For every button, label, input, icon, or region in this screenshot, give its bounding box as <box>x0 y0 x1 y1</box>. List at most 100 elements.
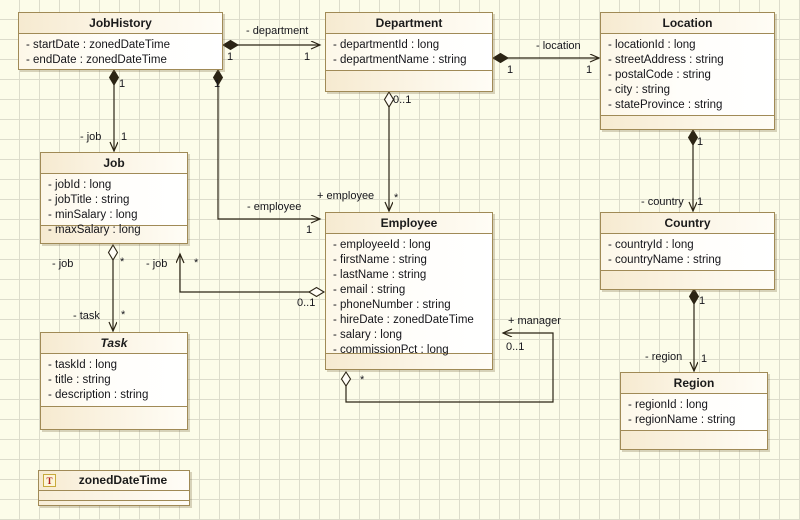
edge-target-mult-department-employee: * <box>394 192 399 204</box>
class-name-location: Location <box>601 13 774 34</box>
edge-source-mult-employee-job: 0..1 <box>297 297 316 309</box>
attribute: - firstName : string <box>333 254 427 266</box>
edge-role-label-job-from-jobhistory: - job <box>80 131 102 143</box>
class-box-region[interactable]: Region - regionId : long - regionName : … <box>620 372 768 450</box>
attribute: - lastName : string <box>333 269 427 281</box>
operations-compartment <box>326 71 492 91</box>
edge-source-mult-department-employee: 0..1 <box>393 94 412 106</box>
attribute: - stateProvince : string <box>608 99 723 111</box>
open-diamond-icon <box>307 286 326 298</box>
edge-target-mult-employee-manager: 0..1 <box>506 341 525 353</box>
attribute: - streetAddress : string <box>608 54 724 66</box>
attribute: - startDate : zonedDateTime <box>26 39 171 51</box>
edge-source-mult-department-location: 1 <box>507 64 514 76</box>
class-box-jobhistory[interactable]: JobHistory - startDate : zonedDateTime -… <box>18 12 223 70</box>
attribute: - hireDate : zonedDateTime <box>333 314 474 326</box>
class-box-country[interactable]: Country - countryId : long - countryName… <box>600 212 775 290</box>
open-diamond-icon <box>107 243 119 262</box>
operations-compartment <box>326 354 492 369</box>
edge-jobhistory-employee[interactable] <box>212 69 321 219</box>
edge-employee-job[interactable] <box>180 254 326 298</box>
operations-compartment <box>621 431 767 449</box>
operations-compartment <box>601 271 774 289</box>
filled-diamond-icon <box>492 52 509 64</box>
datatype-header: T zonedDateTime <box>39 471 189 491</box>
edge-source-role-label-job-task: - job <box>52 258 74 270</box>
edge-jobhistory-department[interactable] <box>222 39 320 51</box>
open-diamond-icon <box>340 370 352 388</box>
class-box-department[interactable]: Department - departmentId : long - depar… <box>325 12 493 92</box>
class-name-task: Task <box>41 333 187 354</box>
class-name-region: Region <box>621 373 767 394</box>
edge-target-mult-job-task: * <box>121 309 126 321</box>
datatype-name: zonedDateTime <box>78 473 168 487</box>
class-box-job[interactable]: Job - jobId : long - jobTitle : string -… <box>40 152 188 244</box>
attribute: - locationId : long <box>608 39 696 51</box>
attribute: - departmentId : long <box>333 39 440 51</box>
attribute: - minSalary : long <box>48 209 138 221</box>
attribute: - email : string <box>333 284 406 296</box>
edge-role-label-task: - task <box>73 310 100 322</box>
class-box-location[interactable]: Location - locationId : long - streetAdd… <box>600 12 775 130</box>
edge-source-mult-job-task: * <box>120 256 125 268</box>
edge-target-mult-location-country: 1 <box>697 196 704 208</box>
edge-target-mult-jobhistory-department: 1 <box>304 51 311 63</box>
edge-country-region[interactable] <box>688 288 700 371</box>
edge-role-label-job-from-employee: - job <box>146 258 168 270</box>
attribute: - phoneNumber : string <box>333 299 451 311</box>
operations-compartment <box>41 226 187 243</box>
edge-source-mult-location-country: 1 <box>697 136 704 148</box>
attribute: - maxSalary : long <box>48 224 141 236</box>
edge-job-task[interactable] <box>107 243 119 331</box>
attribute: - taskId : long <box>48 359 118 371</box>
edge-source-mult-country-region: 1 <box>699 295 706 307</box>
attribute: - salary : long <box>333 329 403 341</box>
attribute: - commissionPct : long <box>333 344 449 356</box>
attribute: - jobTitle : string <box>48 194 130 206</box>
attribute: - employeeId : long <box>333 239 431 251</box>
edge-role-label-manager: + manager <box>508 315 561 327</box>
attribute: - endDate : zonedDateTime <box>26 54 167 66</box>
edge-role-label-location: - location <box>536 40 581 52</box>
attribute: - jobId : long <box>48 179 112 191</box>
class-name-department: Department <box>326 13 492 34</box>
edge-role-label-region: - region <box>645 351 683 363</box>
class-box-employee[interactable]: Employee - employeeId : long - firstName… <box>325 212 493 370</box>
attribute: - departmentName : string <box>333 54 467 66</box>
edge-role-label-employee-from-jobhistory: - employee <box>247 201 302 213</box>
edge-source-mult-jobhistory-employee: 1 <box>214 78 221 90</box>
operations-compartment <box>41 407 187 429</box>
edge-department-location[interactable] <box>492 52 599 64</box>
edge-target-mult-department-location: 1 <box>586 64 593 76</box>
attribute: - countryId : long <box>608 239 694 251</box>
datatype-attrs-compartment <box>39 491 189 501</box>
edge-source-mult-jobhistory-department: 1 <box>227 51 234 63</box>
class-name-employee: Employee <box>326 213 492 234</box>
class-name-job: Job <box>41 153 187 174</box>
filled-diamond-icon <box>108 69 120 86</box>
attribute: - title : string <box>48 374 111 386</box>
datatype-box-zoneddatetime[interactable]: T zonedDateTime <box>38 470 190 506</box>
attribute: - city : string <box>608 84 670 96</box>
edge-department-employee[interactable] <box>383 90 395 211</box>
edge-target-mult-country-region: 1 <box>701 353 708 365</box>
edge-target-mult-jobhistory-employee: 1 <box>306 224 313 236</box>
datatype-ops-compartment <box>39 501 189 505</box>
type-badge-icon: T <box>43 474 56 487</box>
attribute: - postalCode : string <box>608 69 711 81</box>
edge-jobhistory-job[interactable] <box>108 69 120 151</box>
edge-source-mult-jobhistory-job: 1 <box>119 78 126 90</box>
filled-diamond-icon <box>688 288 700 305</box>
class-name-country: Country <box>601 213 774 234</box>
attribute: - description : string <box>48 389 149 401</box>
edge-source-mult-employee-manager: * <box>360 374 365 386</box>
filled-diamond-icon <box>222 39 239 51</box>
edge-target-mult-jobhistory-job: 1 <box>121 131 128 143</box>
class-box-task[interactable]: Task - taskId : long - title : string - … <box>40 332 188 430</box>
class-name-jobhistory: JobHistory <box>19 13 222 34</box>
edge-target-mult-employee-job: * <box>194 257 199 269</box>
attribute: - regionId : long <box>628 399 708 411</box>
edge-role-label-employee-from-department: + employee <box>317 190 375 202</box>
operations-compartment <box>601 116 774 129</box>
